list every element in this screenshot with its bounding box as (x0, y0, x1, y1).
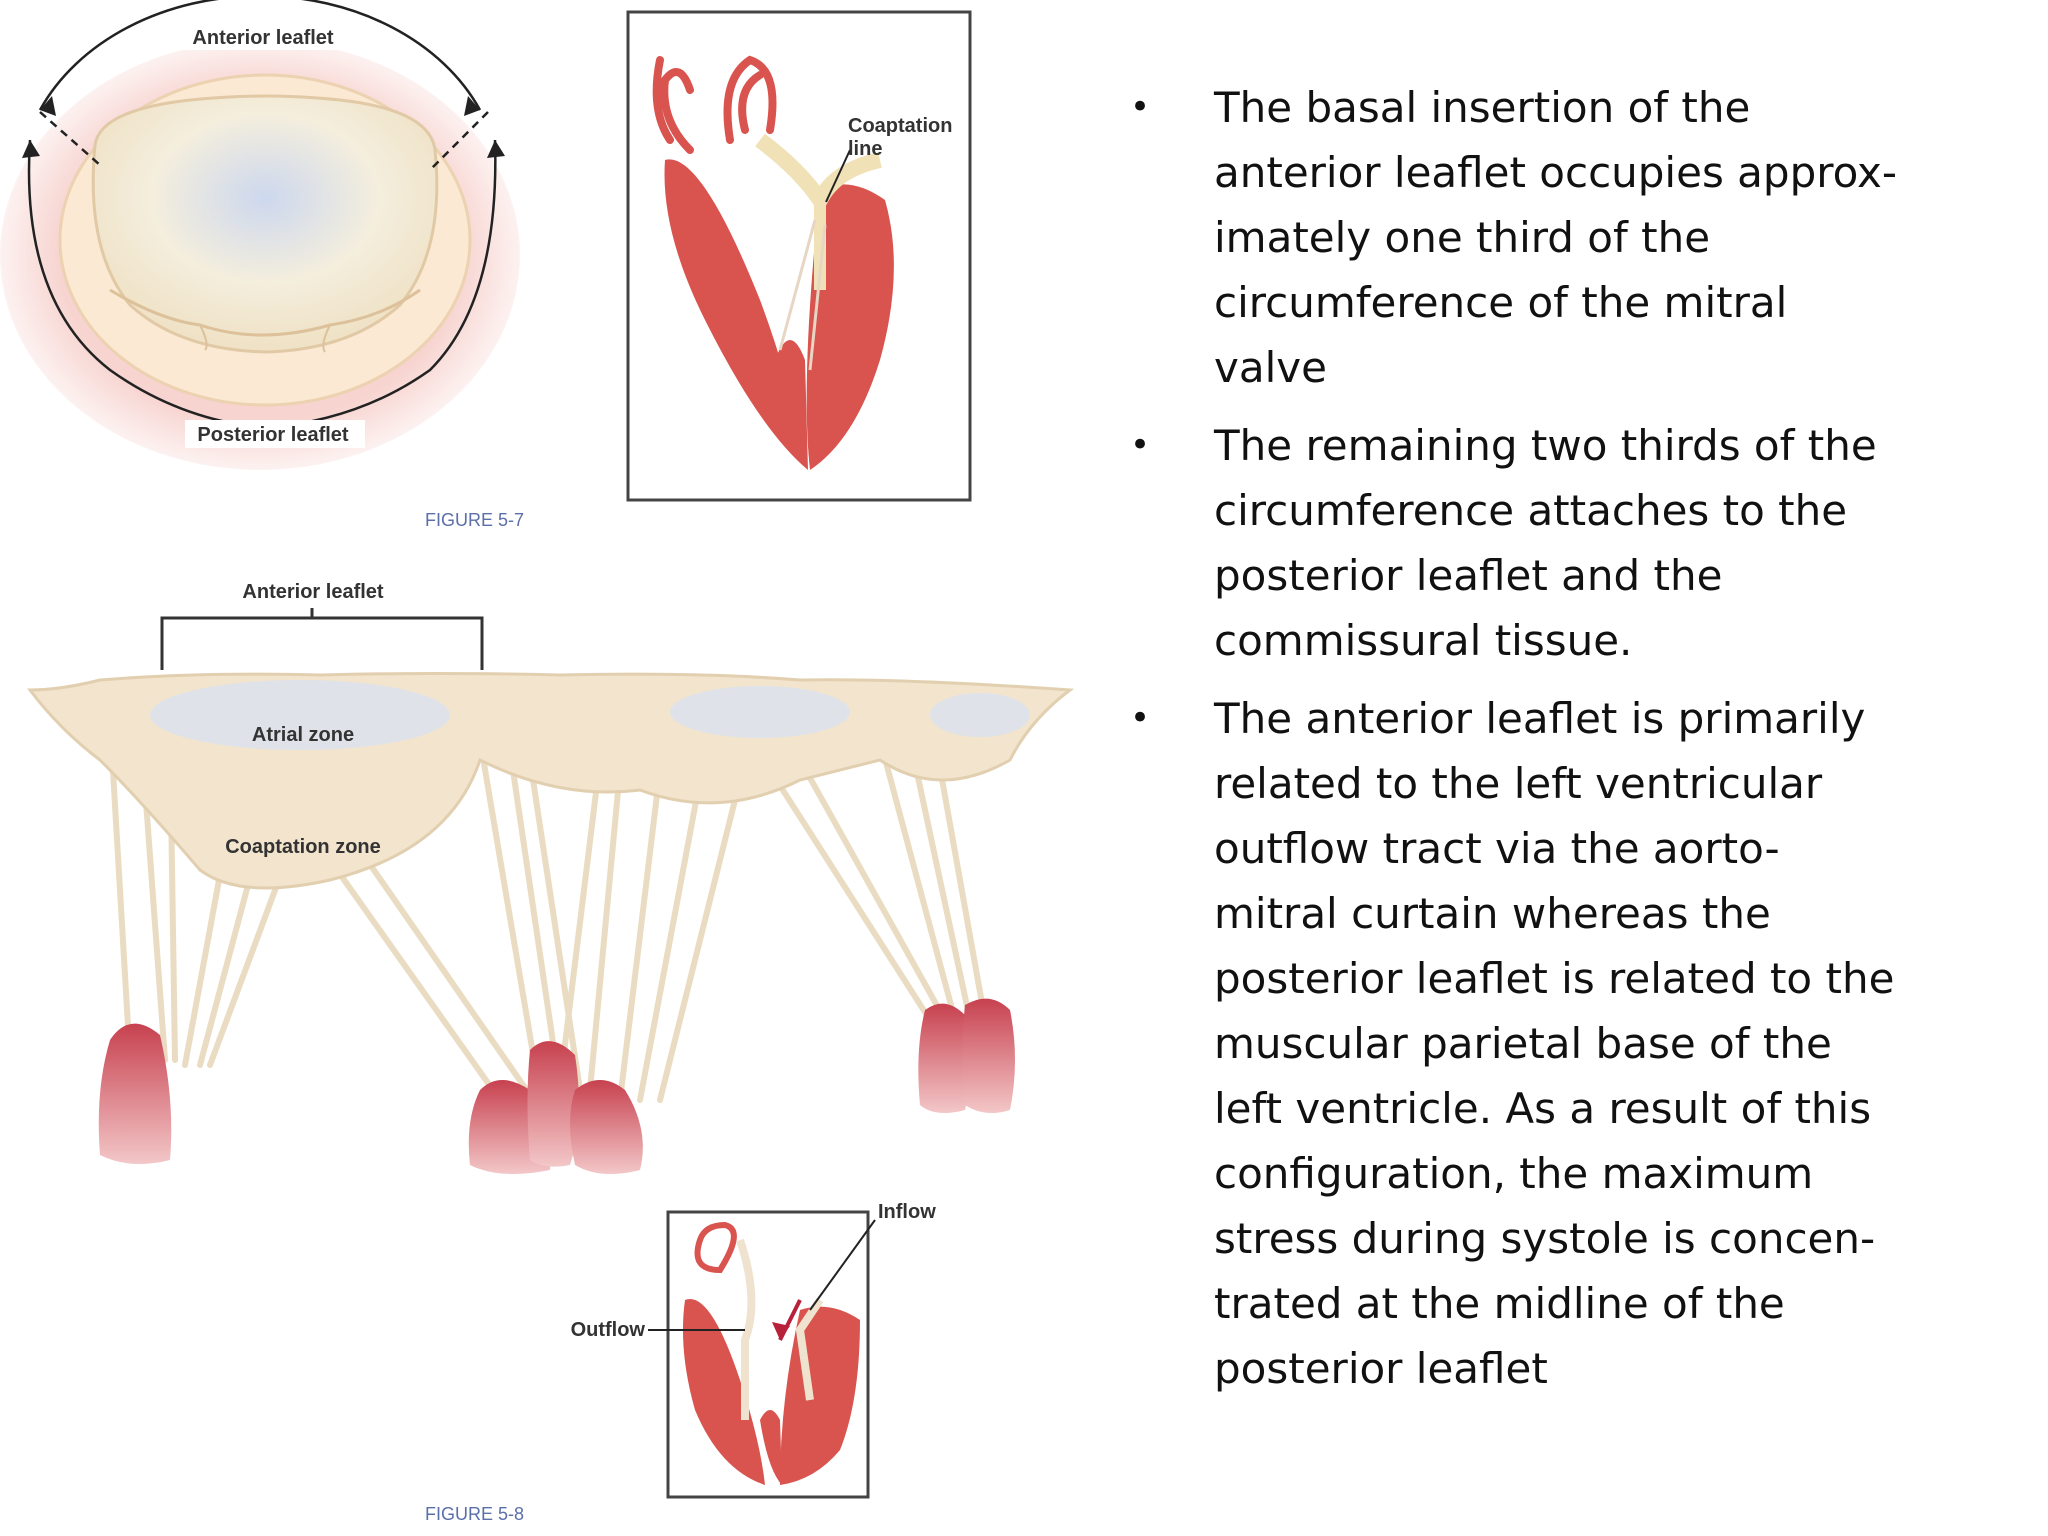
label-coaptation-line-1: Coaptation (848, 115, 952, 137)
label-coaptation-zone: Coaptation zone (225, 836, 381, 858)
caption-figure-5-7: FIGURE 5-7 (425, 510, 524, 530)
label-posterior-leaflet: Posterior leaflet (197, 424, 349, 446)
label-inflow: Inflow (878, 1201, 936, 1223)
leaflet-zones-diagram: Anterior leaflet Atrial zone Coaptation … (26, 581, 1075, 1174)
bullet-list: • The basal insertion of the anterior le… (1130, 75, 2010, 1414)
figure-panel: Anterior leaflet Posterior leaflet Coapt… (0, 0, 1075, 1524)
bullet-text-1: The basal insertion of the anterior leaf… (1214, 83, 1897, 392)
label-coaptation-line-2: line (848, 138, 882, 160)
bullet-symbol: • (1130, 425, 1151, 465)
bullet-text-3: The anterior leaflet is primarily relate… (1214, 694, 1895, 1393)
bullet-symbol: • (1130, 87, 1151, 127)
caption-figure-5-8: FIGURE 5-8 (425, 1504, 524, 1524)
label-outflow: Outflow (571, 1319, 646, 1341)
label-anterior-leaflet: Anterior leaflet (192, 27, 333, 49)
flow-inset: Inflow Outflow (571, 1201, 936, 1499)
closed-valve-section: Coaptation line (626, 10, 972, 502)
label-anterior-leaflet-bracket: Anterior leaflet (242, 581, 383, 603)
bullet-item-1: • The basal insertion of the anterior le… (1130, 75, 2010, 400)
label-atrial-zone: Atrial zone (252, 724, 354, 746)
valve-top-view: Anterior leaflet Posterior leaflet (0, 0, 520, 470)
bullet-item-3: • The anterior leaflet is primarily rela… (1130, 686, 2010, 1401)
bullet-item-2: • The remaining two thirds of the circum… (1130, 413, 2010, 673)
bullet-symbol: • (1130, 698, 1151, 738)
bullet-text-2: The remaining two thirds of the circumfe… (1214, 421, 1877, 665)
